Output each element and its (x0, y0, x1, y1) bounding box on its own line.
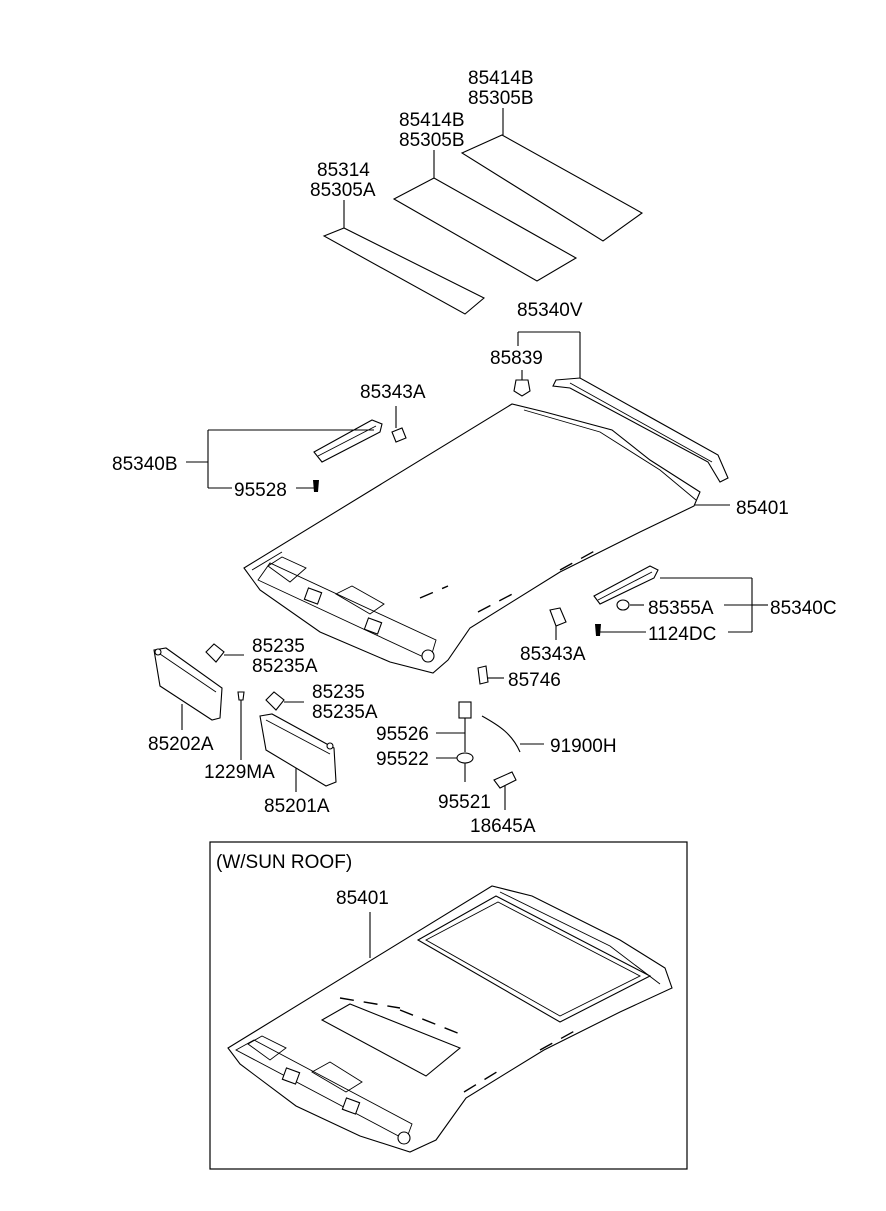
label-clip-85839: 85839 (490, 348, 543, 369)
label-visor-holder-2: 85235 (312, 682, 365, 703)
wiring-91900h (481, 715, 544, 753)
visor-holder-2 (265, 691, 304, 711)
label-screw-right: 1124DC (648, 624, 716, 645)
cap-right (549, 607, 567, 640)
label-visor-left: 85201A (264, 796, 330, 817)
visor-left (259, 713, 337, 792)
label-pad-front-part: 85314 (317, 160, 370, 181)
visor-holder-1 (205, 643, 244, 663)
label-pad-mid-sub: 85305B (399, 130, 465, 151)
pad-front (322, 200, 485, 315)
visor-right (153, 647, 223, 730)
assist-handle-right (593, 565, 768, 636)
label-visor-holder-2b: 85235A (312, 702, 378, 723)
label-lamp-socket: 95522 (376, 749, 429, 770)
inset-headliner-label: 85401 (336, 888, 389, 909)
label-cap-right-small: 85355A (648, 598, 714, 619)
assist-handle-left (186, 419, 383, 492)
label-headliner: 85401 (736, 498, 789, 519)
assist-handle-rear (517, 331, 729, 483)
headliner-main (243, 403, 730, 674)
inset-title: (W/SUN ROOF) (216, 852, 352, 873)
label-lamp-harness: 95526 (376, 724, 429, 745)
pad-rear (460, 108, 644, 242)
headliner-sunroof (227, 885, 673, 1153)
lamp-socket (436, 752, 474, 782)
pad-middle (392, 150, 578, 282)
label-visor-holder-1: 85235 (252, 636, 305, 657)
sunroof-inset: (W/SUN ROOF) 85401 (209, 841, 688, 1170)
label-screw-visor: 1229MA (204, 762, 275, 783)
lamp-harness (436, 701, 472, 752)
label-cap-right: 85343A (520, 644, 586, 665)
bulb-18645a (493, 771, 517, 810)
label-pad-rear-sub: 85305B (468, 88, 534, 109)
label-assist-handle-rear: 85340V (517, 300, 583, 321)
retainer-85746 (477, 665, 504, 685)
label-pad-mid-part: 85414B (399, 110, 465, 131)
label-handle-right: 85340C (770, 598, 837, 619)
visor-screw (237, 691, 245, 760)
cap-front (391, 406, 407, 443)
clip-85839 (513, 370, 531, 397)
label-visor-holder-1b: 85235A (252, 656, 318, 677)
label-cap-front: 85343A (360, 382, 426, 403)
label-wiring: 91900H (550, 736, 617, 757)
label-retainer: 85746 (508, 670, 561, 691)
label-lamp-bulb: 95521 (438, 792, 491, 813)
label-bulb: 18645A (470, 816, 536, 837)
label-screw-left: 95528 (234, 480, 287, 501)
label-pad-front-sub: 85305A (310, 180, 376, 201)
label-handle-left: 85340B (112, 454, 178, 475)
label-pad-rear-part: 85414B (468, 68, 534, 89)
label-visor-right: 85202A (148, 734, 214, 755)
